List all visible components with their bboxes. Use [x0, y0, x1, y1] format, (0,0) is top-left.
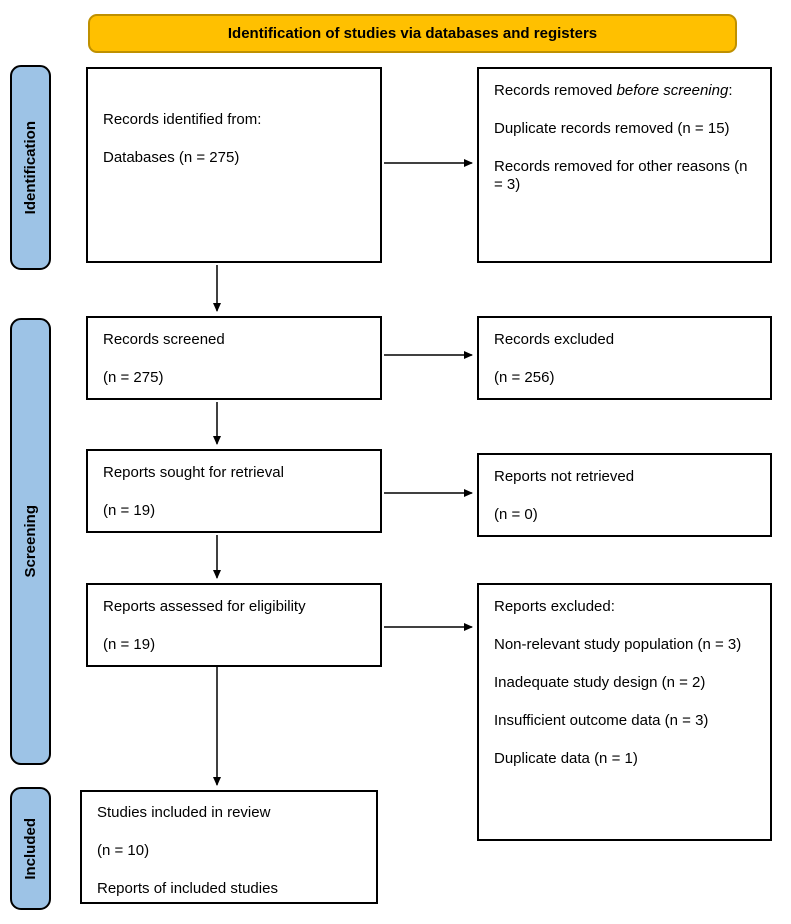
stage-label-identification: Identification — [10, 65, 51, 270]
box-text-line: Reports sought for retrieval — [103, 464, 284, 481]
box-text-line: (n = 19) — [103, 636, 156, 653]
box-reports-excluded: Reports excluded: Non-relevant study pop… — [477, 583, 772, 841]
box-reports-sought: Reports sought for retrieval (n = 19) — [86, 449, 382, 533]
stage-label-text: Included — [22, 817, 39, 880]
box-text-line: Insufficient outcome data (n = 3) — [494, 712, 709, 729]
box-text-line: (n = 10) — [97, 842, 150, 859]
box-reports-not-retrieved: Reports not retrieved (n = 0) — [477, 453, 772, 537]
box-text-line: (n = 275) — [103, 369, 164, 386]
box-text-line: Reports assessed for eligibility — [103, 598, 306, 615]
box-text-line: Records identified from: — [103, 111, 262, 128]
heading-italic: before screening — [616, 82, 729, 99]
box-text-line: Reports of included studies — [97, 880, 278, 897]
box-text-line: Non-relevant study population (n = 3) — [494, 636, 742, 653]
box-text-line: Inadequate study design (n = 2) — [494, 674, 706, 691]
box-text-line: Records excluded — [494, 331, 615, 348]
stage-label-text: Screening — [22, 505, 39, 578]
box-text-line: Databases (n = 275) — [103, 149, 240, 166]
box-text-line: Reports not retrieved — [494, 468, 635, 485]
heading-suffix: : — [728, 82, 733, 99]
stage-label-screening: Screening — [10, 318, 51, 765]
box-studies-included: Studies included in review (n = 10) Repo… — [80, 790, 378, 904]
heading-prefix: Records removed — [494, 82, 617, 99]
diagram-title-banner: Identification of studies via databases … — [88, 14, 737, 53]
box-text-line: Duplicate data (n = 1) — [494, 750, 638, 767]
box-reports-assessed: Reports assessed for eligibility (n = 19… — [86, 583, 382, 667]
box-records-excluded: Records excluded (n = 256) — [477, 316, 772, 400]
diagram-title: Identification of studies via databases … — [227, 25, 598, 42]
stage-label-text: Identification — [22, 120, 39, 215]
box-text-line: (n = 19) — [103, 502, 156, 519]
box-text-line: (n = 256) — [494, 369, 555, 386]
box-text-line: Records removed before screening: — [494, 82, 755, 100]
box-records-removed-before-screening: Records removed before screening: Duplic… — [477, 67, 772, 263]
box-records-screened: Records screened (n = 275) — [86, 316, 382, 400]
stage-label-included: Included — [10, 787, 51, 910]
box-text-line: Duplicate records removed (n = 15) — [494, 120, 730, 137]
box-text-line: Records screened — [103, 331, 225, 348]
box-records-identified: Records identified from: Databases (n = … — [86, 67, 382, 263]
box-text-line: Reports excluded: — [494, 598, 615, 615]
box-text-line: (n = 0) — [494, 506, 538, 523]
box-text-line: Records removed for other reasons (n = 3… — [494, 158, 748, 193]
box-text-line: Studies included in review — [97, 804, 271, 821]
